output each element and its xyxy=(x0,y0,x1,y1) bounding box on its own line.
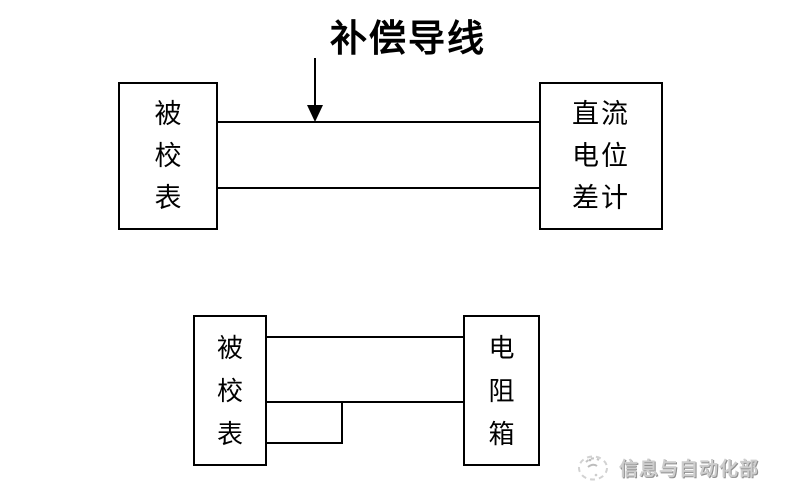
box-label-char: 校 xyxy=(216,375,243,406)
wire-bottom-stub xyxy=(266,442,343,444)
watermark: 信息与自动化部 xyxy=(576,450,759,484)
watermark-text: 信息与自动化部 xyxy=(619,458,760,480)
box-dc-potentiometer: 直流 电位 差计 xyxy=(539,82,663,230)
box-label-char: 箱 xyxy=(488,418,515,449)
compensation-wire-label: 补偿导线 xyxy=(330,18,486,59)
wire-bottom-vertical-jumper xyxy=(341,401,343,444)
box-label-char: 阻 xyxy=(488,375,515,406)
box-label-char: 被 xyxy=(216,332,243,363)
swirl-globe-icon xyxy=(578,455,608,481)
box-label-char: 电 xyxy=(488,332,515,363)
wire-top-upper xyxy=(216,121,540,123)
box-meter-under-test-top: 被 校 表 xyxy=(118,82,218,230)
wire-bottom-upper xyxy=(266,336,464,338)
wire-bottom-middle xyxy=(266,401,464,403)
down-arrow-shaft xyxy=(314,58,316,107)
box-label-row: 直流 xyxy=(572,98,630,129)
box-label-row: 电位 xyxy=(572,140,630,171)
box-meter-under-test-bottom: 被 校 表 xyxy=(193,315,267,466)
box-resistance-box: 电 阻 箱 xyxy=(463,315,540,466)
box-label-char: 表 xyxy=(216,418,243,449)
box-label-row: 差计 xyxy=(572,182,630,213)
box-label-char: 被 xyxy=(154,98,182,129)
box-label-char: 校 xyxy=(154,140,182,171)
down-arrow-icon xyxy=(307,105,323,122)
wire-top-lower xyxy=(216,187,540,189)
box-label-char: 表 xyxy=(154,182,182,213)
